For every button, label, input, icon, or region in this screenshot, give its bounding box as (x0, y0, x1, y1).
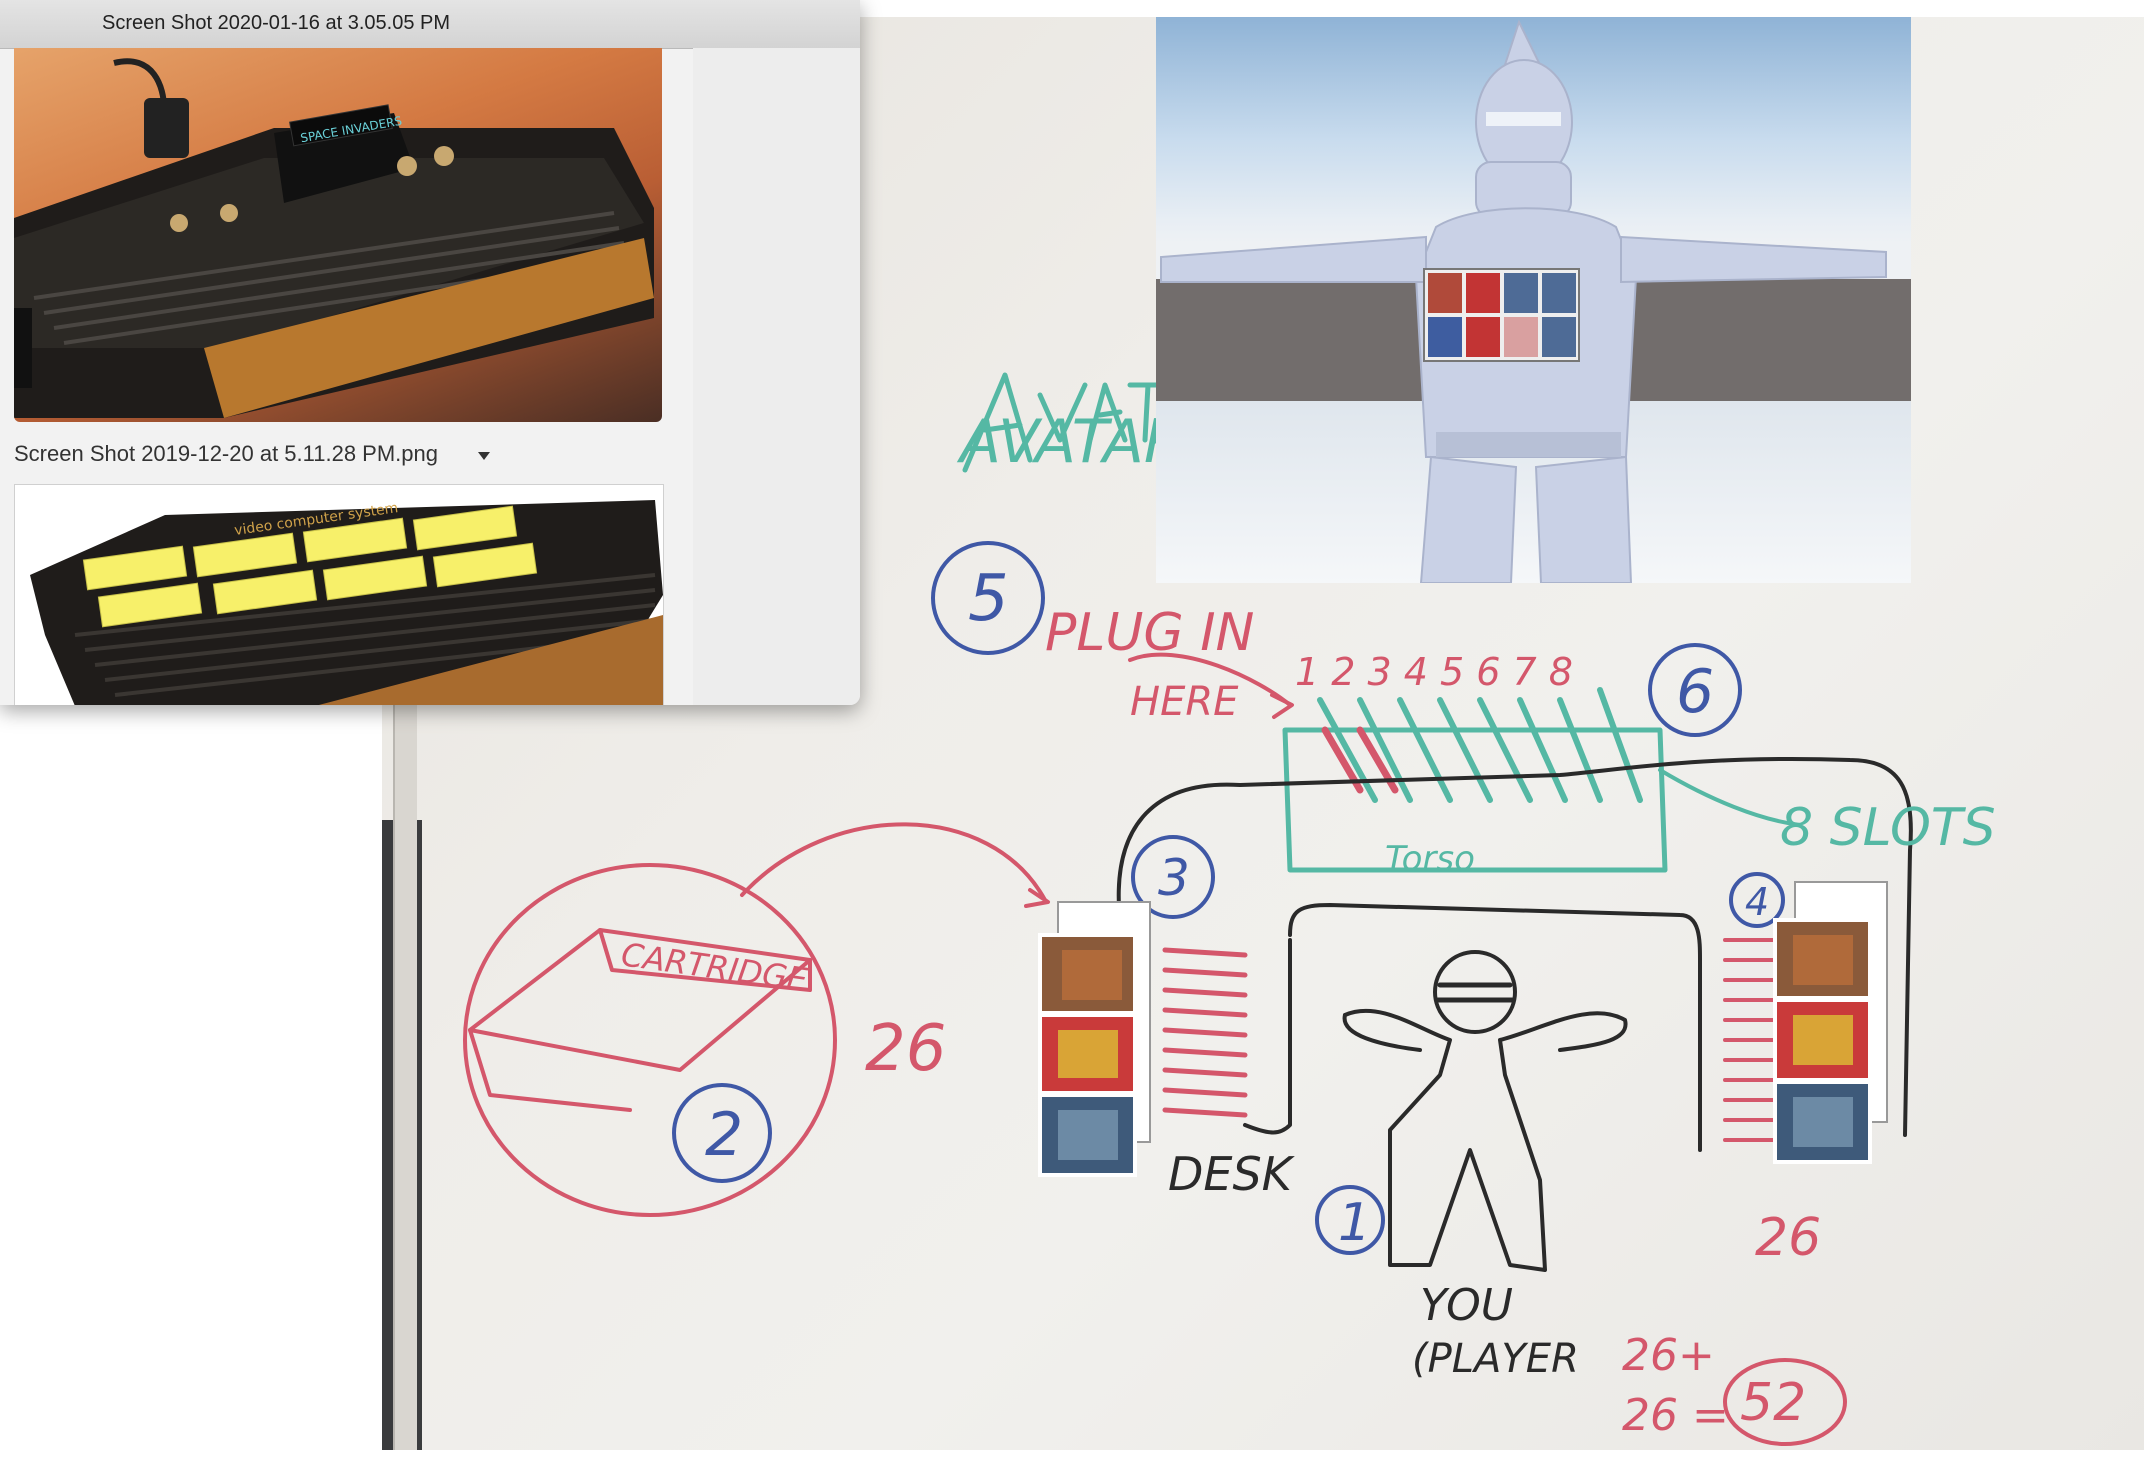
step-5-circle (931, 541, 1045, 655)
plug-in-label: PLUG IN (1045, 603, 1254, 663)
window-title: Screen Shot 2020-01-16 at 3.05.05 PM (102, 12, 451, 34)
cartridge-arrow (740, 822, 1047, 902)
atari-slots-thumbnail[interactable]: video computer system (14, 484, 664, 705)
here-label: HERE (1130, 679, 1239, 725)
viewer-side-panel (693, 48, 860, 705)
you-label: YOU (1420, 1280, 1513, 1331)
count-left: 26 (865, 1012, 946, 1086)
file-caption[interactable]: Screen Shot 2019-12-20 at 5.11.28 PM.png (14, 441, 438, 466)
desk-label: DESK (1168, 1147, 1296, 1201)
slots-label: 8 SLOTS (1780, 798, 1996, 858)
avatar-label: AVATAR (956, 407, 1186, 477)
avatar-figure (1160, 19, 1887, 583)
chevron-down-icon[interactable] (478, 452, 490, 460)
step-2: 2 (705, 1100, 743, 1170)
total-circle (1723, 1358, 1847, 1446)
avatar-render (1156, 17, 1911, 583)
sum-line-2: 26 = (1622, 1390, 1729, 1441)
step-1-circle (1315, 1185, 1385, 1255)
torso-box (1282, 727, 1668, 873)
step-1: 1 (1338, 1193, 1371, 1253)
player-body (1343, 1008, 1628, 1272)
torso-label: Torso (1385, 839, 1475, 879)
title-bar[interactable]: Screen Shot 2020-01-16 at 3.05.05 PM (0, 0, 860, 49)
image-viewer-window[interactable]: Screen Shot 2020-01-16 at 3.05.05 PM SPA… (0, 0, 860, 705)
sum-line-1: 26+ (1622, 1330, 1715, 1381)
chest-cartridges (1423, 268, 1580, 362)
step-3: 3 (1158, 849, 1190, 907)
step-2-circle (672, 1083, 772, 1183)
player-head (1433, 950, 1517, 1034)
step-6-circle (1648, 643, 1742, 737)
step-5: 5 (968, 562, 1009, 636)
cartridge-stack-right (1773, 881, 1888, 1164)
sum-total: 52 (1740, 1373, 1806, 1433)
step-4-circle (1729, 872, 1785, 928)
step-3-circle (1131, 835, 1215, 919)
atari-console-thumbnail[interactable]: SPACE INVADERS (14, 48, 662, 422)
count-right: 26 (1755, 1208, 1821, 1268)
cartridge-circle (463, 863, 837, 1217)
atari-slots-image: video computer system (30, 500, 663, 705)
player-label: (PLAYER (1412, 1336, 1579, 1382)
step-4: 4 (1745, 880, 1769, 924)
desk-outline (1116, 757, 1913, 1147)
whiteboard-edge (393, 700, 417, 1450)
slot-numbers: 1 2 3 4 5 6 7 8 (1295, 650, 1573, 694)
atari-console-image: SPACE INVADERS (14, 58, 654, 418)
cartridge-stack-left (1038, 901, 1151, 1177)
step-6: 6 (1676, 657, 1714, 727)
